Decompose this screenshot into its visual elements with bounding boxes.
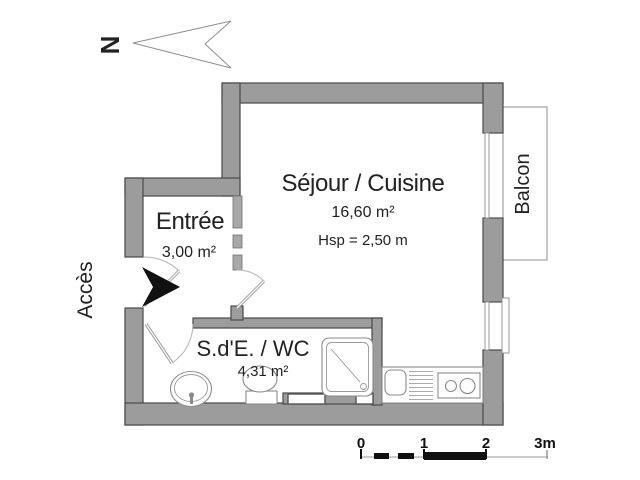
shower-tray	[326, 342, 369, 392]
partition-segment	[232, 195, 243, 229]
toilet-icon	[242, 365, 278, 393]
entry-room-area: 3,00 m²	[162, 244, 217, 261]
north-indicator: N	[95, 20, 232, 69]
entry-room-name: Entrée	[156, 208, 224, 235]
living-door-leaf-core	[236, 280, 265, 309]
stove-burner-large	[459, 377, 476, 395]
partition-segment	[232, 254, 243, 271]
wall-top	[221, 82, 504, 104]
scale-segment	[424, 452, 486, 460]
room-labels: Séjour / Cuisine 16,60 m² Hsp = 2,50 m E…	[156, 170, 445, 380]
scale-label-3m: 3m	[534, 435, 556, 452]
bathroom-fixtures	[169, 337, 374, 408]
washbasin-icon	[169, 370, 213, 408]
wall-bathroom-top	[192, 317, 383, 329]
balcony-label: Balcon	[512, 153, 534, 214]
window-sill	[501, 297, 510, 354]
access-arrow-icon	[142, 267, 180, 307]
wall-niche	[287, 393, 326, 405]
north-label: N	[95, 36, 125, 55]
wall-left-upper	[124, 177, 144, 258]
living-room-name: Séjour / Cuisine	[281, 170, 444, 197]
scale-segment	[374, 453, 389, 459]
stove-burner-small	[444, 379, 458, 393]
balcony: Balcon	[502, 106, 548, 261]
kitchen-drainboard	[409, 371, 433, 400]
scale-bar: 0 1 2 3m	[357, 435, 556, 460]
living-room-ceiling-height: Hsp = 2,50 m	[318, 232, 408, 249]
scale-label-0: 0	[357, 435, 365, 452]
balcony-door-glazing	[484, 132, 490, 219]
bathroom-area: 4,31 m²	[238, 363, 289, 380]
bathroom-door-arc	[171, 323, 194, 364]
kitchen-fixtures	[381, 366, 484, 404]
bathroom-name: S.d'E. / WC	[197, 336, 310, 361]
wall-bottom	[124, 402, 504, 426]
toilet-tank	[245, 390, 278, 405]
door-pivot-block	[230, 305, 244, 321]
north-arrow-icon	[132, 20, 232, 69]
partition-segment	[232, 234, 243, 249]
washbasin-faucet-stem	[190, 397, 193, 404]
living-door-arc	[236, 269, 265, 282]
washbasin-faucet	[188, 392, 195, 398]
kitchen-sink-icon	[384, 369, 407, 396]
balcony-outline	[502, 106, 548, 261]
wall-right-upper	[482, 82, 504, 134]
walls	[124, 82, 504, 426]
access-indicator: Accès	[74, 261, 180, 319]
bathroom-door-leaf-core	[145, 323, 173, 364]
access-label: Accès	[74, 261, 97, 318]
shower-icon	[321, 337, 374, 397]
scale-label-1: 1	[420, 435, 428, 452]
wall-right-lower	[482, 349, 504, 426]
living-room-area: 16,60 m²	[331, 204, 395, 221]
window-glazing	[484, 301, 490, 351]
scale-label-2: 2	[482, 435, 490, 452]
scale-segment	[398, 453, 414, 459]
shower-drain	[360, 383, 367, 390]
openings	[484, 132, 510, 354]
wall-right-middle	[482, 217, 504, 303]
entrance-door-arc	[143, 256, 180, 272]
shower-diagonal	[330, 348, 361, 383]
